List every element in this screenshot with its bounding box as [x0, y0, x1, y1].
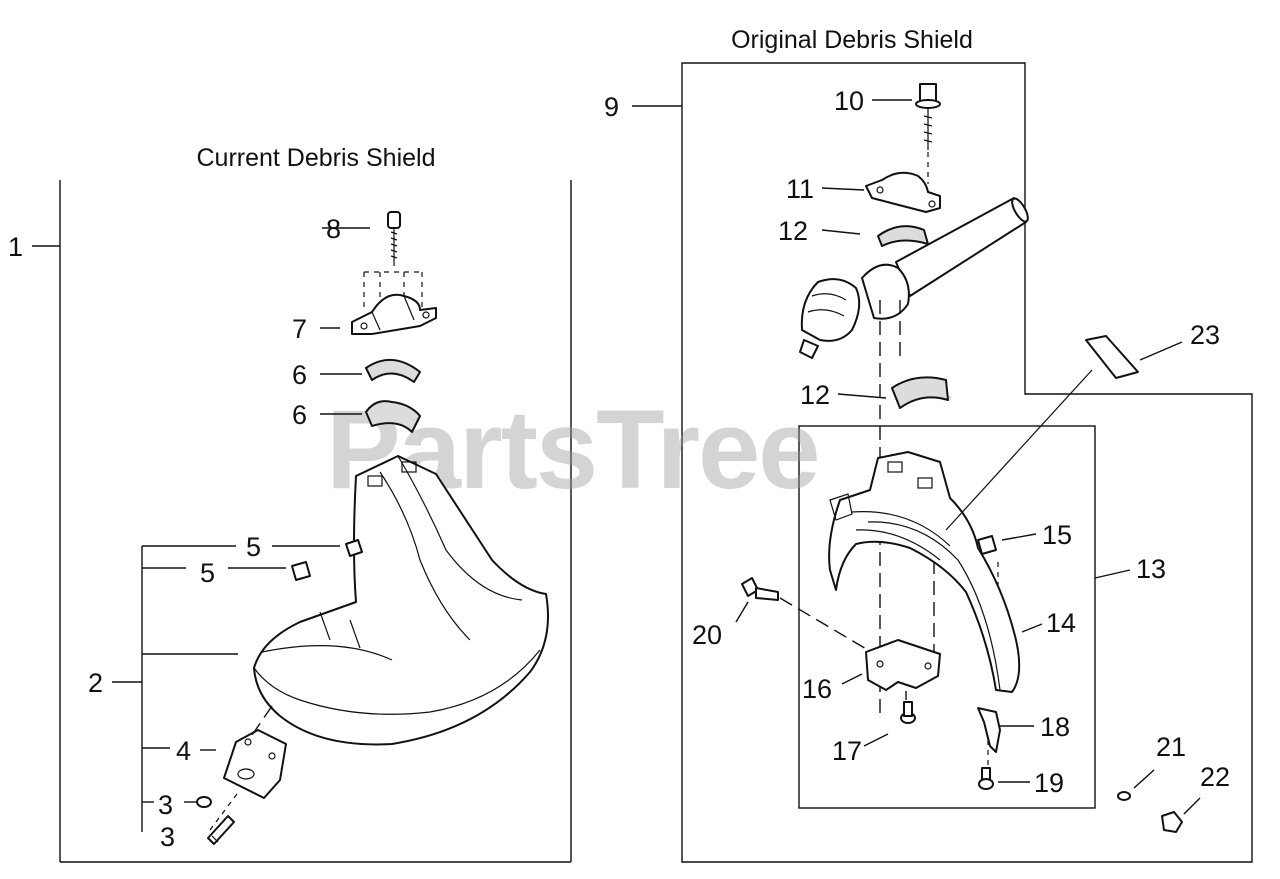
callout-6-lower: 6	[292, 400, 307, 430]
current-shield-title: Current Debris Shield	[197, 144, 436, 172]
part-4-guide	[249, 705, 273, 739]
part-6-cushion-a	[365, 359, 421, 383]
callout-13: 13	[1136, 554, 1166, 584]
callout-11: 11	[786, 174, 814, 204]
part-10-bolt	[915, 83, 941, 150]
callout-3-upper: 3	[158, 790, 173, 820]
callouts: 1 8 7 6 6 5 5 2 4 3 3 9 10 11 12 12 23 1…	[8, 86, 1230, 852]
part-4-bracket	[223, 729, 287, 799]
original-frame	[681, 62, 1253, 863]
callout-23: 23	[1190, 320, 1220, 350]
callout-20: 20	[692, 620, 722, 650]
part-2-debris-shield	[253, 455, 549, 746]
part-12-cushion-lower	[891, 376, 949, 409]
callout-18: 18	[1040, 712, 1070, 742]
part-18-blade	[977, 707, 1001, 753]
callout-5-upper: 5	[246, 532, 261, 562]
part-3-screw-b	[207, 815, 235, 845]
callout-16: 16	[802, 674, 832, 704]
callout-4: 4	[176, 736, 191, 766]
part-17-screw	[900, 701, 916, 724]
callout-12-lower: 12	[800, 380, 830, 410]
part-5-nut-b	[291, 561, 311, 581]
callout-19: 19	[1034, 768, 1064, 798]
part-7-clamp	[351, 293, 437, 335]
part-19-screw	[978, 767, 994, 790]
part-20-bolt	[741, 577, 779, 601]
inner-shield-frame	[798, 425, 1096, 809]
part-23-label	[1085, 335, 1139, 379]
part-21-washer	[1117, 791, 1131, 801]
part-6-cushion-b	[365, 400, 421, 433]
part-8-bolt	[387, 211, 401, 266]
callout-2: 2	[88, 668, 103, 698]
callout-3-lower: 3	[160, 822, 175, 852]
part-5-nut-a	[345, 539, 363, 557]
callout-6-upper: 6	[292, 360, 307, 390]
left-leaders	[32, 227, 370, 832]
callout-10: 10	[834, 86, 864, 116]
part-12-cushion-upper	[877, 225, 929, 247]
shaft-gearhead	[799, 197, 1029, 359]
part-22-nut	[1161, 811, 1183, 833]
callout-5-lower: 5	[200, 558, 215, 588]
original-shield-title: Original Debris Shield	[731, 26, 973, 54]
part-3-guide	[209, 789, 241, 831]
part-20-guide	[779, 597, 869, 651]
right-leaders	[632, 99, 1201, 815]
current-frame	[59, 180, 572, 863]
part-16-bracket	[865, 639, 941, 691]
part-23-guide	[945, 369, 1093, 531]
part-14-shield-body	[828, 451, 1021, 693]
callout-12-upper: 12	[778, 216, 808, 246]
part-15-nut	[977, 535, 997, 555]
callout-7: 7	[292, 314, 307, 344]
callout-8: 8	[326, 214, 341, 244]
part-3-screw-a	[196, 796, 212, 808]
callout-1: 1	[8, 232, 23, 262]
callout-17: 17	[832, 736, 862, 766]
callout-15: 15	[1042, 520, 1072, 550]
callout-14: 14	[1046, 608, 1076, 638]
callout-22: 22	[1200, 762, 1230, 792]
callout-9: 9	[604, 92, 619, 122]
part-11-clamp	[865, 171, 941, 213]
callout-21: 21	[1156, 732, 1186, 762]
